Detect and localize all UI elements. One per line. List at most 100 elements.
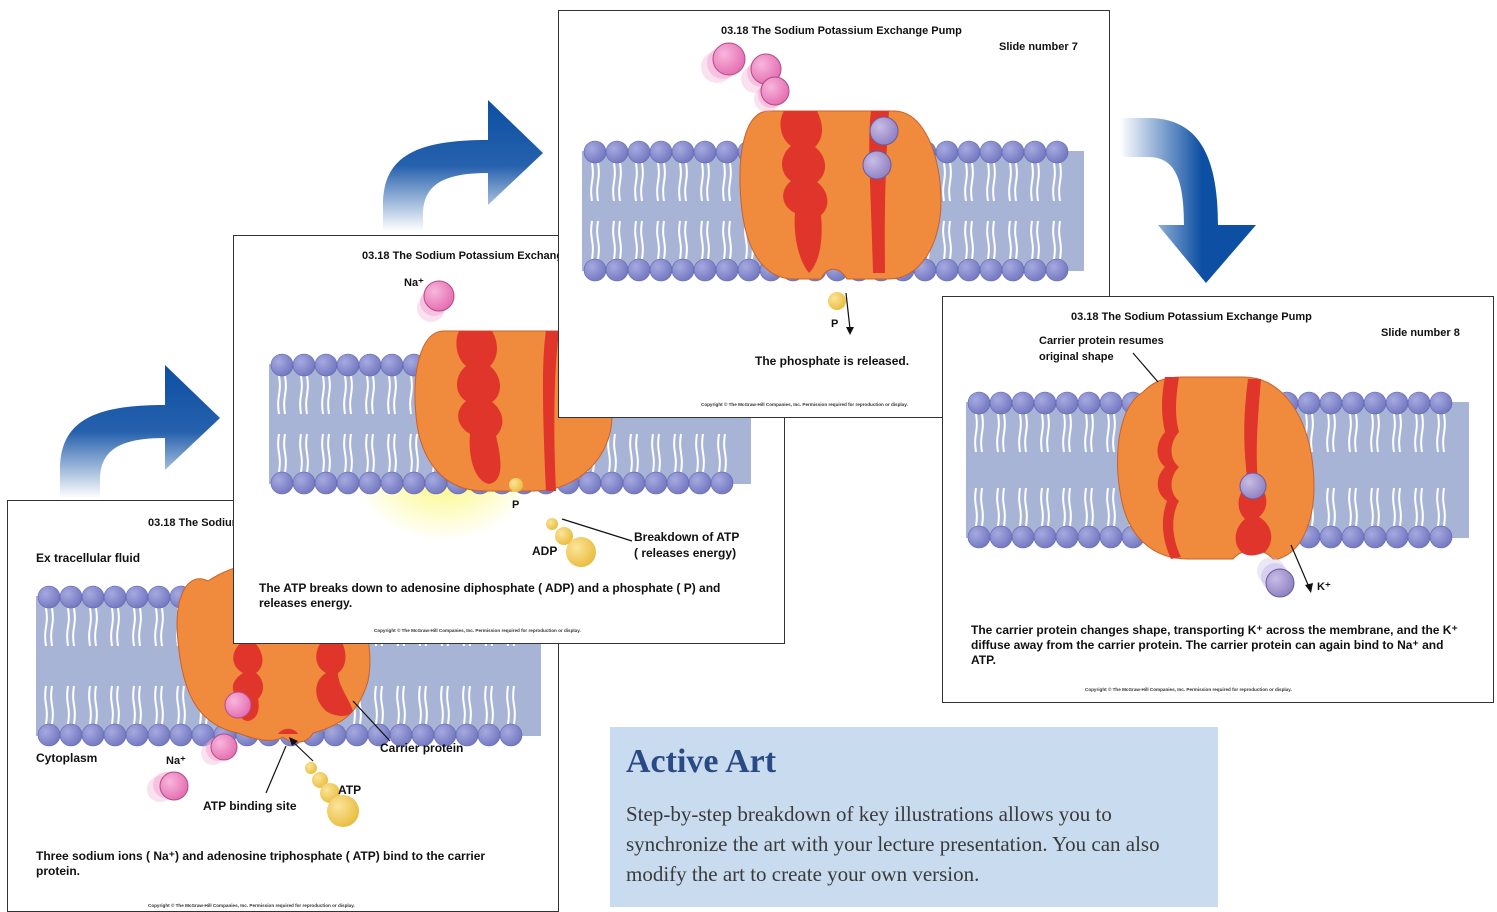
info-box-text: Step-by-step breakdown of key illustrati… — [626, 799, 1206, 889]
phospholipid-head — [1364, 526, 1386, 548]
phospholipid-head — [60, 586, 82, 608]
phospholipid-head — [1046, 141, 1068, 163]
resumes-label-line1: Carrier protein resumes — [1039, 335, 1164, 347]
phospholipid-head — [584, 141, 606, 163]
phospholipid-head — [315, 472, 337, 494]
phospholipid-head — [738, 259, 760, 281]
phospholipid-head — [1342, 392, 1364, 414]
phospholipid-head — [346, 724, 368, 746]
phospholipid-head — [1408, 392, 1430, 414]
slide-caption: The carrier protein changes shape, trans… — [971, 623, 1461, 668]
phospholipid-head — [315, 354, 337, 376]
phospholipid-head — [293, 472, 315, 494]
phospholipid-head — [170, 724, 192, 746]
phospholipid-head — [293, 354, 315, 376]
phospholipid-head — [1078, 526, 1100, 548]
phospholipid-head — [337, 472, 359, 494]
phospholipid-head — [148, 586, 170, 608]
info-box-title: Active Art — [626, 743, 776, 781]
sodium-label: Na⁺ — [404, 276, 424, 289]
phospholipid-head — [716, 259, 738, 281]
phospholipid-head — [1342, 526, 1364, 548]
phospholipid-head — [711, 472, 733, 494]
phospholipid-head — [1056, 526, 1078, 548]
phospholipid-head — [990, 526, 1012, 548]
phospholipid-head — [936, 259, 958, 281]
phospholipid-head — [1364, 392, 1386, 414]
phospholipid-head — [381, 472, 403, 494]
phospholipid-head — [1012, 526, 1034, 548]
phospholipid-head — [672, 259, 694, 281]
phospholipid-head — [478, 724, 500, 746]
phospholipid-head — [667, 472, 689, 494]
phospholipid-head — [1002, 259, 1024, 281]
curved-arrow-icon — [1118, 115, 1268, 285]
phospholipid-head — [337, 354, 359, 376]
phospholipid-head — [1298, 392, 1320, 414]
phospholipid-head — [694, 259, 716, 281]
phospholipid-head — [271, 472, 293, 494]
phospholipid-head — [650, 141, 672, 163]
phospholipid-head — [1408, 526, 1430, 548]
potassium-label: K⁺ — [1317, 580, 1331, 593]
phospholipid-head — [968, 526, 990, 548]
phospholipid-head — [628, 141, 650, 163]
phospholipid-head — [689, 472, 711, 494]
carrier-protein-label: Carrier protein — [380, 741, 463, 755]
phospholipid-head — [1320, 526, 1342, 548]
phospholipid-head — [1320, 392, 1342, 414]
slide-title: 03.18 The Sodium Potassium Exchange Pump — [721, 25, 962, 37]
active-art-info-box: Active Art Step-by-step breakdown of key… — [610, 727, 1218, 907]
phospholipid-head — [958, 259, 980, 281]
phospholipid-head — [628, 259, 650, 281]
phospholipid-head — [148, 724, 170, 746]
phospholipid-head — [672, 141, 694, 163]
slide-title: 03.18 The Sodium Potassium Exchange Pump — [1071, 311, 1312, 323]
phospholipid-head — [584, 259, 606, 281]
phospholipid-head — [606, 141, 628, 163]
phospholipid-head — [1056, 392, 1078, 414]
phospholipid-head — [645, 472, 667, 494]
releases-energy-label: ( releases energy) — [634, 546, 736, 560]
phospholipid-head — [500, 724, 522, 746]
phospholipid-head — [1012, 392, 1034, 414]
phospholipid-head — [1386, 526, 1408, 548]
phospholipid-head — [82, 586, 104, 608]
phospholipid-head — [650, 259, 672, 281]
cytoplasm-label: Cytoplasm — [36, 751, 97, 765]
sodium-label: Na⁺ — [166, 754, 186, 767]
slide-8[interactable]: 03.18 The Sodium Potassium Exchange Pump… — [942, 296, 1494, 703]
phospholipid-head — [1002, 141, 1024, 163]
phospholipid-head — [82, 724, 104, 746]
phospholipid-head — [359, 472, 381, 494]
phospholipid-head — [716, 141, 738, 163]
phospholipid-head — [980, 141, 1002, 163]
phosphate-label: P — [831, 318, 838, 330]
phosphate-label: P — [512, 499, 519, 511]
extracellular-label: Ex tracellular fluid — [36, 551, 140, 565]
phospholipid-head — [104, 724, 126, 746]
adp-label: ADP — [532, 544, 557, 558]
phospholipid-head — [271, 354, 293, 376]
phospholipid-head — [359, 354, 381, 376]
slide-caption: The ATP breaks down to adenosine diphosp… — [259, 581, 729, 611]
phospholipid-head — [936, 141, 958, 163]
phospholipid-head — [104, 586, 126, 608]
phospholipid-head — [601, 472, 623, 494]
phospholipid-head — [126, 586, 148, 608]
phospholipid-head — [1034, 392, 1056, 414]
curved-arrow-icon — [378, 85, 548, 233]
phospholipid-head — [60, 724, 82, 746]
copyright-text: Copyright © The McGraw-Hill Companies, I… — [148, 903, 355, 908]
phospholipid-head — [1024, 259, 1046, 281]
resumes-label-line2: original shape — [1039, 351, 1114, 363]
phospholipid-head — [1046, 259, 1068, 281]
phospholipid-head — [403, 472, 425, 494]
phospholipid-head — [381, 354, 403, 376]
atp-binding-site-label: ATP binding site — [203, 799, 297, 813]
phospholipid-head — [968, 392, 990, 414]
slide-number: Slide number 8 — [1381, 327, 1460, 339]
phospholipid-head — [694, 141, 716, 163]
phospholipid-head — [126, 724, 148, 746]
phospholipid-head — [1386, 392, 1408, 414]
